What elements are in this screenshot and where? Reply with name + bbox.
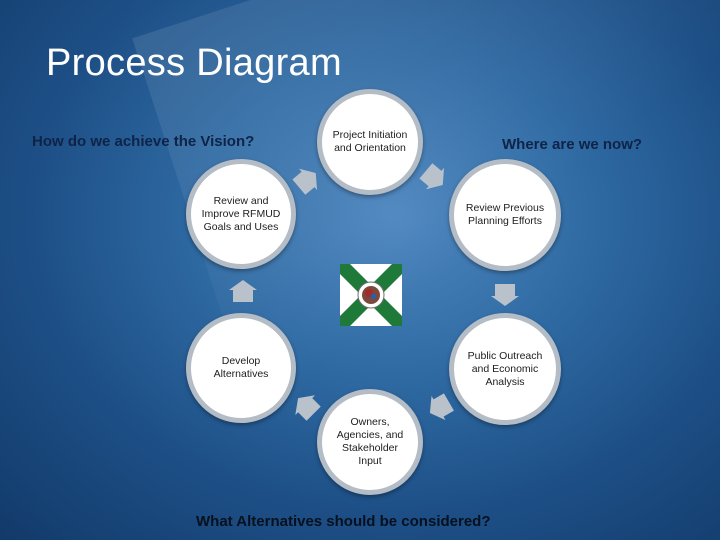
node-public-outreach: Public Outreach and Economic Analysis [449, 313, 561, 425]
node-project-initiation: Project Initiation and Orientation [317, 89, 423, 195]
node-review-previous-planning: Review Previous Planning Efforts [449, 159, 561, 271]
current-state-question: Where are we now? [502, 136, 643, 153]
arrow-review-to-outreach-icon [491, 278, 519, 306]
arrow-initiation-to-review-icon [412, 156, 451, 195]
node-review-improve-goals: Review and Improve RFMUD Goals and Uses [186, 159, 296, 269]
slide-title: Process Diagram [46, 42, 342, 84]
node-label: Review and Improve RFMUD Goals and Uses [201, 194, 281, 233]
node-label: Project Initiation and Orientation [332, 129, 408, 154]
node-label: Develop Alternatives [213, 355, 269, 380]
arrow-goals-to-initiation-icon [285, 162, 324, 201]
node-label: Owners, Agencies, and Stakeholder Input [336, 416, 404, 467]
node-label: Review Previous Planning Efforts [465, 202, 545, 227]
alternatives-question: What Alternatives should be considered? [196, 513, 491, 530]
node-develop-alternatives: Develop Alternatives [186, 313, 296, 423]
node-stakeholder-input: Owners, Agencies, and Stakeholder Input [317, 389, 423, 495]
arrow-outreach-to-input-icon [423, 387, 461, 425]
arrow-input-to-alternatives-icon [288, 388, 328, 428]
arrow-alternatives-to-goals-icon [229, 280, 257, 308]
node-label: Public Outreach and Economic Analysis [467, 349, 543, 388]
vision-question: How do we achieve the Vision? [32, 133, 255, 150]
district-flag-logo-icon [340, 264, 402, 326]
